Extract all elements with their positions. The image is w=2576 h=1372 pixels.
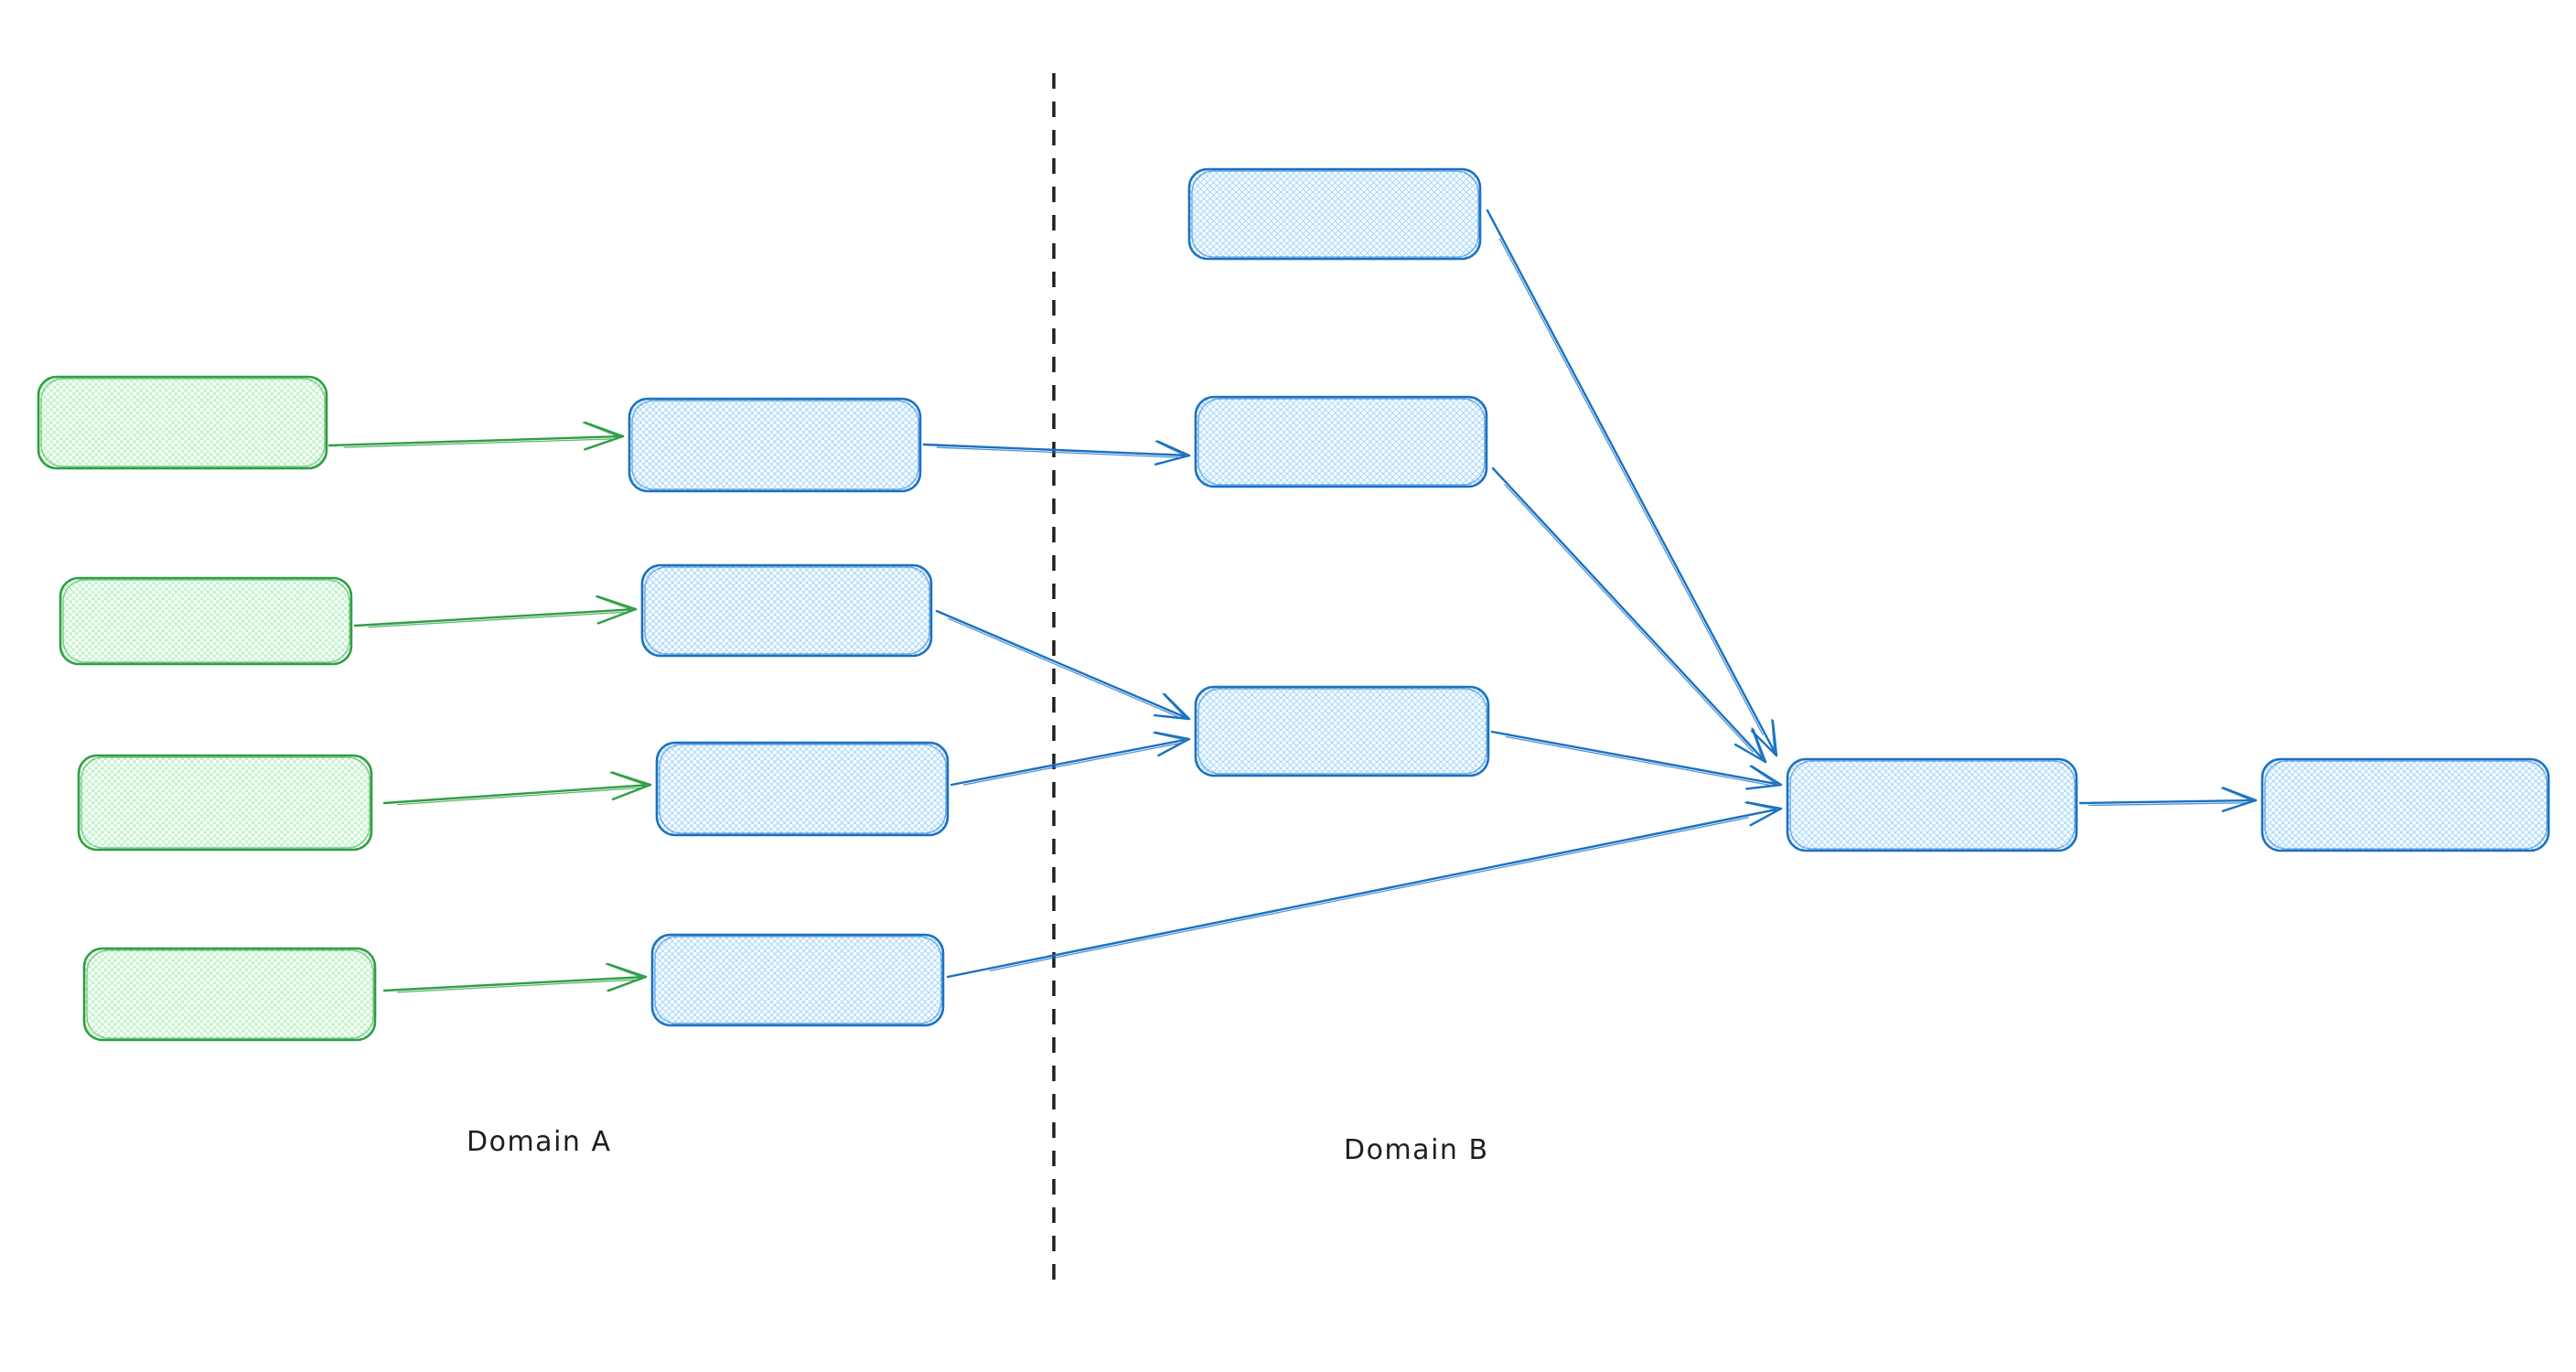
edge-process1-bnode2 [922,440,1191,466]
domain-a-process-4 [650,933,945,1027]
edge-bnode1-aggregator [1486,209,1778,757]
edge-process4-aggregator [946,800,1783,979]
edges-layer [327,209,2258,993]
edge-bnode2-aggregator [1491,466,1767,764]
domain-a-source-1 [37,375,328,470]
domain-b-node-3 [1194,685,1490,777]
edge-process3-bnode3 [950,731,1191,787]
domain-a-process-1 [628,397,922,493]
domain-b-output [2260,757,2550,852]
domain-a-source-2 [59,576,353,666]
edge-bnode3-aggregator [1490,730,1783,790]
nodes-layer [37,167,2550,1042]
domain-a-process-3 [655,741,950,837]
domain-b-node-2 [1194,395,1488,488]
edge-source3-process3 [382,771,652,806]
edge-aggregator-output [2078,787,2258,812]
domain-a-source-3 [77,754,373,852]
edge-source4-process4 [382,962,648,993]
edge-process2-bnode3 [935,609,1191,721]
domain-b-aggregator [1786,757,2078,852]
domain-b-node-1 [1187,167,1482,261]
edge-source2-process2 [353,595,638,628]
domain-a-process-2 [640,563,933,658]
edge-source1-process1 [327,421,625,451]
domain-a-label: Domain A [467,1126,612,1158]
domain-b-label: Domain B [1344,1134,1489,1166]
domain-a-source-4 [82,947,377,1042]
